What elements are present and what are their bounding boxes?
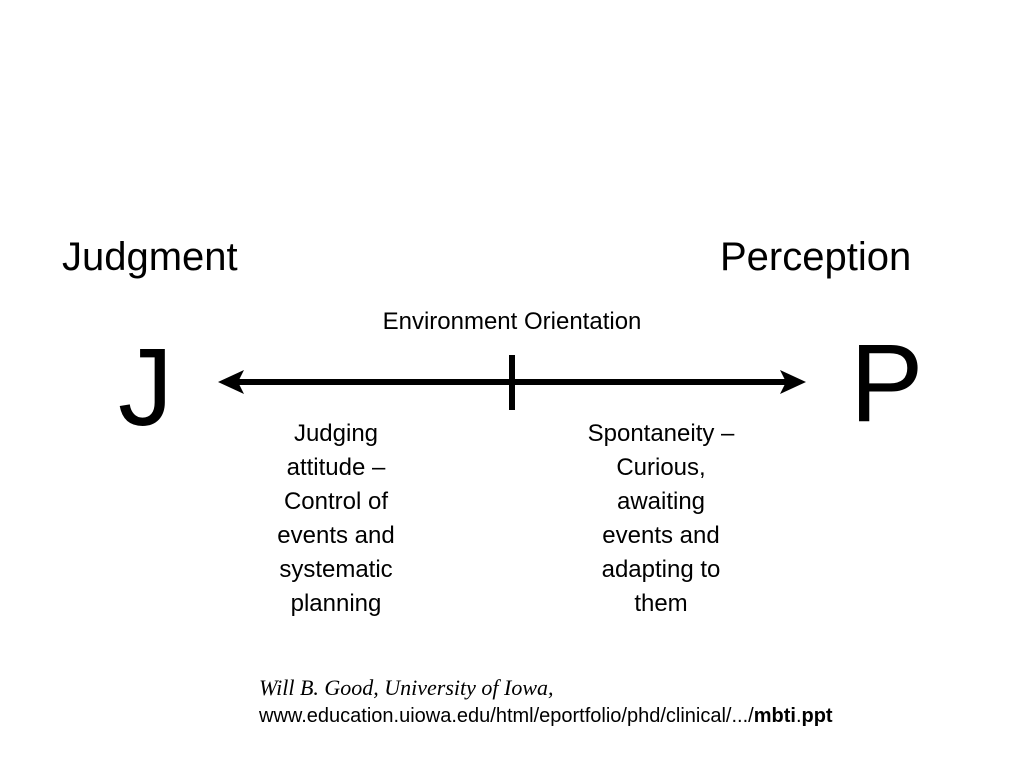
perceiving-line: Curious, bbox=[616, 454, 706, 481]
citation-author: Will B. Good, University of Iowa, bbox=[259, 675, 554, 700]
perceiving-line: events and bbox=[602, 522, 720, 549]
citation-url-dot: . bbox=[795, 705, 802, 727]
judging-description: Judging attitude – Control of events and… bbox=[236, 417, 436, 621]
judgment-heading: Judgment bbox=[62, 235, 238, 279]
judging-line: events and bbox=[277, 522, 395, 549]
axis-label: Environment Orientation bbox=[382, 308, 642, 335]
letter-j: J bbox=[118, 326, 173, 449]
left-arrowhead bbox=[218, 370, 244, 394]
perceiving-line: them bbox=[634, 590, 688, 617]
judging-line: systematic bbox=[279, 556, 393, 583]
citation-url-prefix: www.education.uiowa.edu/html/eportfolio/… bbox=[259, 705, 754, 727]
judging-line: attitude – bbox=[286, 454, 386, 481]
citation-url-bold-ext: ppt bbox=[801, 705, 833, 727]
citation-url-bold-name: mbti bbox=[753, 705, 796, 727]
letter-p: P bbox=[850, 322, 924, 445]
perception-heading: Perception bbox=[720, 235, 912, 279]
judging-line: Control of bbox=[283, 488, 389, 515]
perceiving-line: Spontaneity – bbox=[587, 420, 735, 447]
perceiving-line: awaiting bbox=[616, 488, 706, 515]
judging-line: planning bbox=[290, 590, 382, 617]
judging-line: Judging bbox=[293, 420, 379, 447]
right-arrowhead bbox=[780, 370, 806, 394]
perceiving-line: adapting to bbox=[601, 556, 721, 583]
citation: Will B. Good, University of Iowa, www.ed… bbox=[259, 674, 833, 730]
citation-url: www.education.uiowa.edu/html/eportfolio/… bbox=[259, 702, 833, 730]
perceiving-description: Spontaneity – Curious, awaiting events a… bbox=[561, 417, 761, 621]
